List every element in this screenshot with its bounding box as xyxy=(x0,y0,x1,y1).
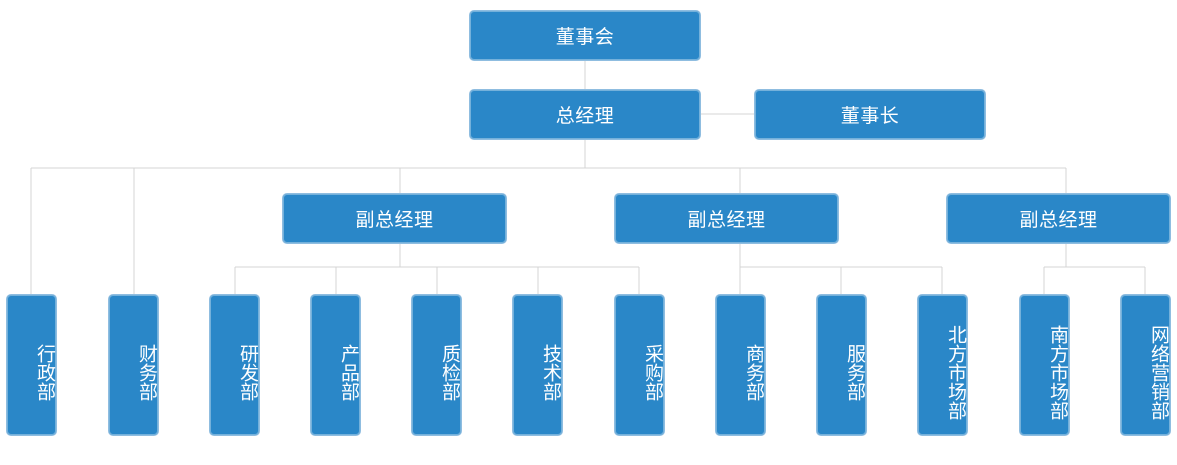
department-label: 产品部 xyxy=(338,343,360,401)
department-label: 财务部 xyxy=(136,343,158,401)
chairman-label: 董事长 xyxy=(840,105,900,127)
deputy-manager-label: 副总经理 xyxy=(1019,209,1098,231)
department-admin[interactable]: 行政部 xyxy=(6,294,57,436)
department-label: 质检部 xyxy=(439,343,461,401)
department-label: 南方市场部 xyxy=(1047,324,1069,420)
department-label: 北方市场部 xyxy=(945,324,967,420)
department-label: 研发部 xyxy=(237,343,259,401)
department-label: 行政部 xyxy=(34,343,56,401)
general-manager-label: 总经理 xyxy=(555,105,615,127)
department-business[interactable]: 商务部 xyxy=(715,294,766,436)
department-online-marketing[interactable]: 网络营销部 xyxy=(1120,294,1171,436)
chairman-node[interactable]: 董事长 xyxy=(754,89,986,140)
general-manager-node[interactable]: 总经理 xyxy=(469,89,701,140)
department-label: 商务部 xyxy=(743,343,765,401)
deputy-manager-node-1[interactable]: 副总经理 xyxy=(282,193,507,244)
department-rnd[interactable]: 研发部 xyxy=(209,294,260,436)
department-label: 技术部 xyxy=(540,343,562,401)
department-north-market[interactable]: 北方市场部 xyxy=(917,294,968,436)
department-product[interactable]: 产品部 xyxy=(310,294,361,436)
department-south-market[interactable]: 南方市场部 xyxy=(1019,294,1070,436)
department-label: 服务部 xyxy=(844,343,866,401)
deputy-manager-label: 副总经理 xyxy=(355,209,434,231)
department-service[interactable]: 服务部 xyxy=(816,294,867,436)
department-procurement[interactable]: 采购部 xyxy=(614,294,665,436)
board-label: 董事会 xyxy=(555,26,615,48)
deputy-manager-node-2[interactable]: 副总经理 xyxy=(614,193,839,244)
department-finance[interactable]: 财务部 xyxy=(108,294,159,436)
department-qa[interactable]: 质检部 xyxy=(411,294,462,436)
deputy-manager-label: 副总经理 xyxy=(687,209,766,231)
department-label: 采购部 xyxy=(642,343,664,401)
department-label: 网络营销部 xyxy=(1148,324,1170,420)
board-node[interactable]: 董事会 xyxy=(469,10,701,61)
department-tech[interactable]: 技术部 xyxy=(512,294,563,436)
deputy-manager-node-3[interactable]: 副总经理 xyxy=(946,193,1171,244)
